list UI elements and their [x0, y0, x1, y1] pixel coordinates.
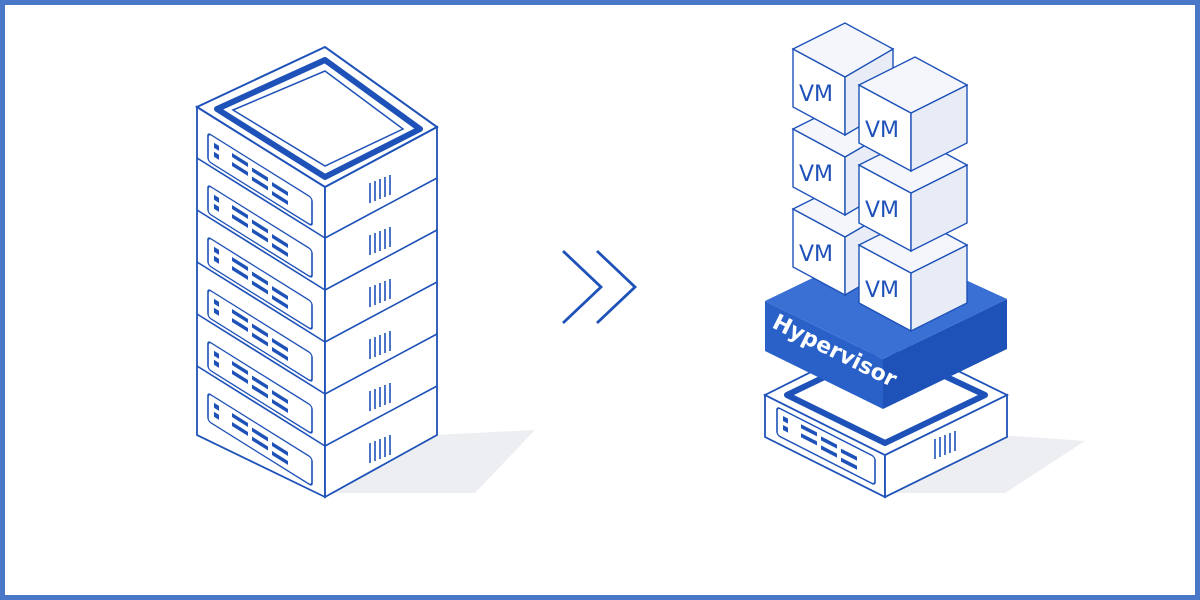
server-shadow [325, 430, 535, 493]
vm-label: VM [865, 118, 899, 143]
top-inner [231, 70, 405, 167]
vm-cube: VM [857, 56, 969, 173]
power-light [214, 307, 219, 316]
power-light [214, 203, 219, 212]
power-light [214, 411, 219, 420]
power-light [214, 298, 219, 307]
power-light [783, 425, 788, 433]
power-light [214, 151, 219, 160]
power-light [214, 402, 219, 411]
rack-unit-fronts [207, 133, 313, 486]
power-light [214, 246, 219, 255]
physical-server-stack [194, 45, 535, 499]
power-light [214, 350, 219, 359]
server-shadow [885, 435, 1085, 493]
vm-column-right: VM VM VM [857, 56, 969, 333]
vm-label: VM [865, 198, 899, 223]
power-light [214, 142, 219, 151]
power-light [214, 194, 219, 203]
vm-cube: VM [791, 22, 895, 137]
virtualized-server: Hypervisor VM VM VM [762, 22, 1085, 499]
vm-label: VM [799, 162, 833, 187]
double-chevron-right-icon [562, 249, 638, 325]
power-light [783, 416, 788, 424]
server-top [194, 45, 439, 189]
rack-unit-dividers [196, 157, 438, 447]
power-light [214, 359, 219, 368]
vm-label: VM [799, 242, 833, 267]
vm-label: VM [799, 82, 833, 107]
power-light [214, 255, 219, 264]
vm-label: VM [865, 278, 899, 303]
